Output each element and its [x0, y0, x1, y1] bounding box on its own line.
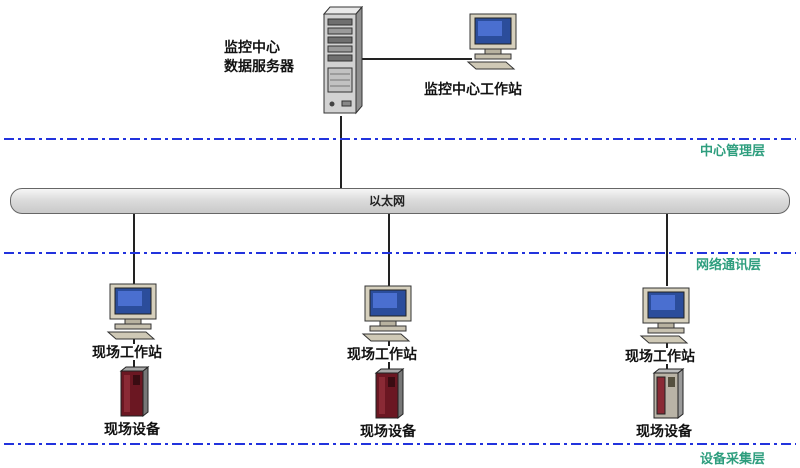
connector-server-to-ethernet: [340, 116, 342, 190]
connector-ethernet-to-field2: [388, 212, 390, 286]
layer-divider-acquisition: [4, 443, 796, 445]
field-device-label-3: 现场设备: [636, 423, 692, 439]
server-label-line1: 监控中心: [224, 39, 280, 55]
field-workstation-label-2: 现场工作站: [345, 346, 419, 362]
field-workstation-icon-2: [357, 284, 421, 349]
field-workstation-label-3: 现场工作站: [623, 348, 697, 364]
field-device-icon-3: [650, 367, 688, 427]
ethernet-bus: 以太网: [10, 188, 790, 214]
connector-ethernet-to-field3: [666, 212, 668, 286]
layer-divider-management: [4, 138, 796, 140]
field-workstation-icon-1: [102, 282, 166, 347]
server-label-line2: 数据服务器: [224, 58, 294, 74]
layer-label-acquisition: 设备采集层: [700, 451, 766, 466]
layer-divider-network: [4, 252, 796, 254]
field-workstation-label-1: 现场工作站: [90, 344, 164, 360]
connector-ethernet-to-field1: [133, 212, 135, 286]
field-device-icon-2: [372, 367, 406, 427]
server-icon: [318, 5, 366, 123]
ethernet-label: 以太网: [369, 194, 406, 208]
layer-label-network: 网络通讯层: [696, 257, 762, 272]
field-device-label-1: 现场设备: [104, 421, 160, 437]
center-workstation-icon: [462, 12, 526, 77]
field-device-label-2: 现场设备: [360, 423, 416, 439]
layer-label-management: 中心管理层: [700, 143, 766, 158]
connector-server-to-workstation: [362, 58, 472, 60]
center-workstation-label: 监控中心工作站: [424, 81, 522, 97]
field-workstation-icon-3: [635, 286, 699, 351]
server-label: 监控中心 数据服务器: [224, 38, 294, 76]
field-device-icon-1: [117, 365, 151, 425]
